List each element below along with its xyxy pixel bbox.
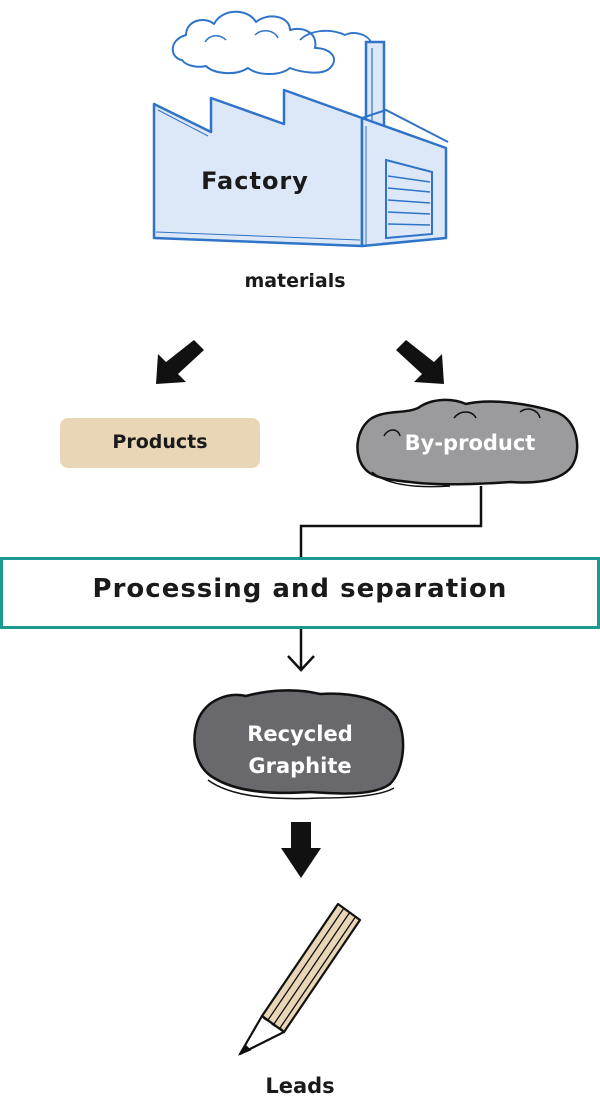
recycled-graphite-label: Recycled Graphite xyxy=(200,718,400,782)
factory-icon xyxy=(152,40,449,248)
materials-label: materials xyxy=(244,270,346,292)
connector-line xyxy=(299,486,483,559)
leads-label: Leads xyxy=(265,1074,335,1098)
factory-label: Factory xyxy=(201,167,309,195)
arrow-to-byproduct-icon xyxy=(396,340,444,384)
arrow-to-leads-icon xyxy=(281,822,321,878)
byproduct-label: By-product xyxy=(404,431,536,455)
products-label: Products xyxy=(112,431,208,453)
recycled-graphite-blob xyxy=(193,689,405,800)
process-label: Processing and separation xyxy=(92,574,508,604)
pencil-icon xyxy=(237,902,362,1056)
process-box xyxy=(0,557,600,629)
products-box xyxy=(60,418,260,468)
byproduct-blob xyxy=(356,398,579,488)
recycled-label-line2: Graphite xyxy=(248,754,352,778)
recycled-label-line1: Recycled xyxy=(247,722,353,746)
arrow-to-products-icon xyxy=(156,340,204,384)
arrow-to-recycled-icon xyxy=(287,624,315,672)
smoke-cloud-icon xyxy=(171,10,373,75)
